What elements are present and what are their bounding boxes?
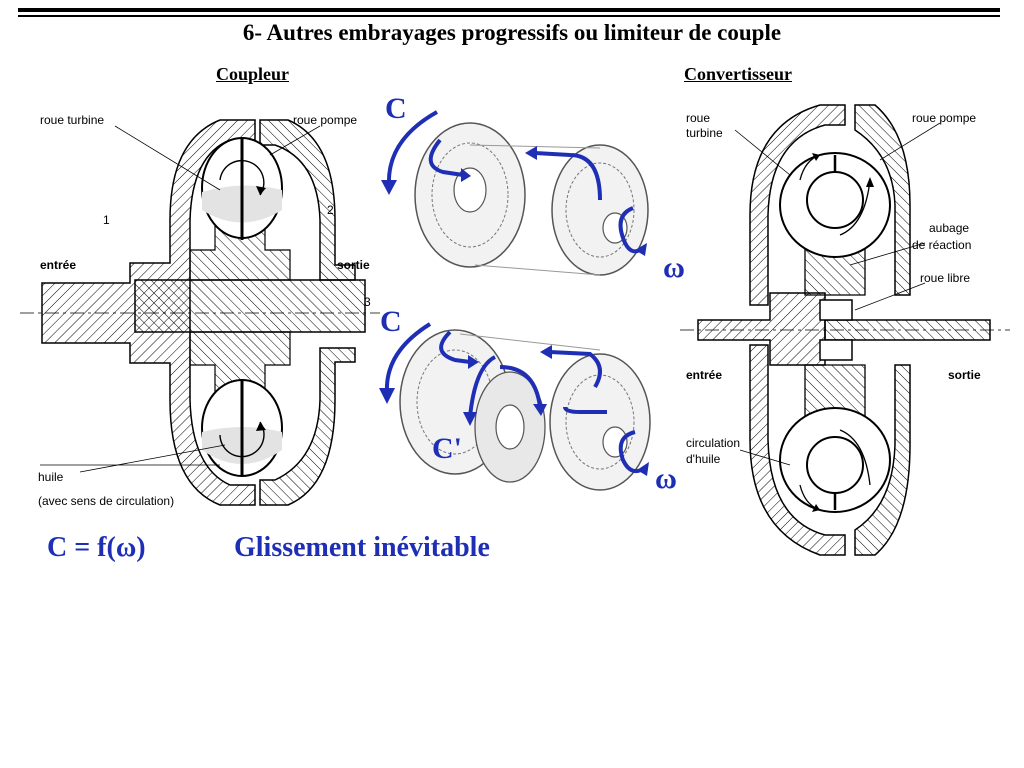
coupleur-heading: Coupleur [216,64,290,84]
coupleur-label-huile: huile [38,470,64,484]
conv-label-turbine: turbine [686,126,723,140]
top-rule-thin [18,15,1000,17]
slip-conclusion: Glissement inévitable [234,532,490,563]
torque-formula: C = f(ω) [47,532,146,563]
conv-label-sortie: sortie [948,368,981,382]
pump-wheel [259,119,356,281]
top-rule-thick [18,8,1000,12]
torque-symbol-bottom: C [380,305,402,338]
conv-label-circulation: circulation [686,436,741,450]
reaction-torque-symbol: C' [432,432,462,465]
coupleur-num-1: 1 [103,213,110,227]
converter-3d-illustration [379,322,651,491]
conv-label-roue: roue [686,111,711,125]
conv-label-pompe: roue pompe [912,111,977,125]
coupleur-label-sortie: sortie [337,258,370,272]
coupleur-diagram [20,119,380,506]
omega-symbol-top: ω [663,251,685,284]
page-title: 6- Autres embrayages progressifs ou limi… [242,20,782,45]
convertisseur-diagram [680,104,1010,556]
conv-label-huile: d'huile [686,452,721,466]
coupleur-label-sens: (avec sens de circulation) [38,494,175,508]
conv-label-entree: entrée [686,368,723,382]
conv-label-roue-libre: roue libre [920,271,971,285]
omega-symbol-bottom: ω [655,462,677,495]
convertisseur-heading: Convertisseur [684,64,792,84]
output-shaft [134,279,366,333]
coupleur-num-3: 3 [364,295,371,309]
coupleur-label-entree: entrée [40,258,77,272]
torque-symbol-top: C [385,92,407,125]
conv-label-reaction: de réaction [912,238,972,252]
coupleur-label-turbine: roue turbine [40,113,105,127]
coupleur-label-pompe: roue pompe [293,113,358,127]
coupler-3d-illustration [381,110,649,276]
coupleur-num-2: 2 [327,203,334,217]
conv-label-aubage: aubage [929,221,970,235]
